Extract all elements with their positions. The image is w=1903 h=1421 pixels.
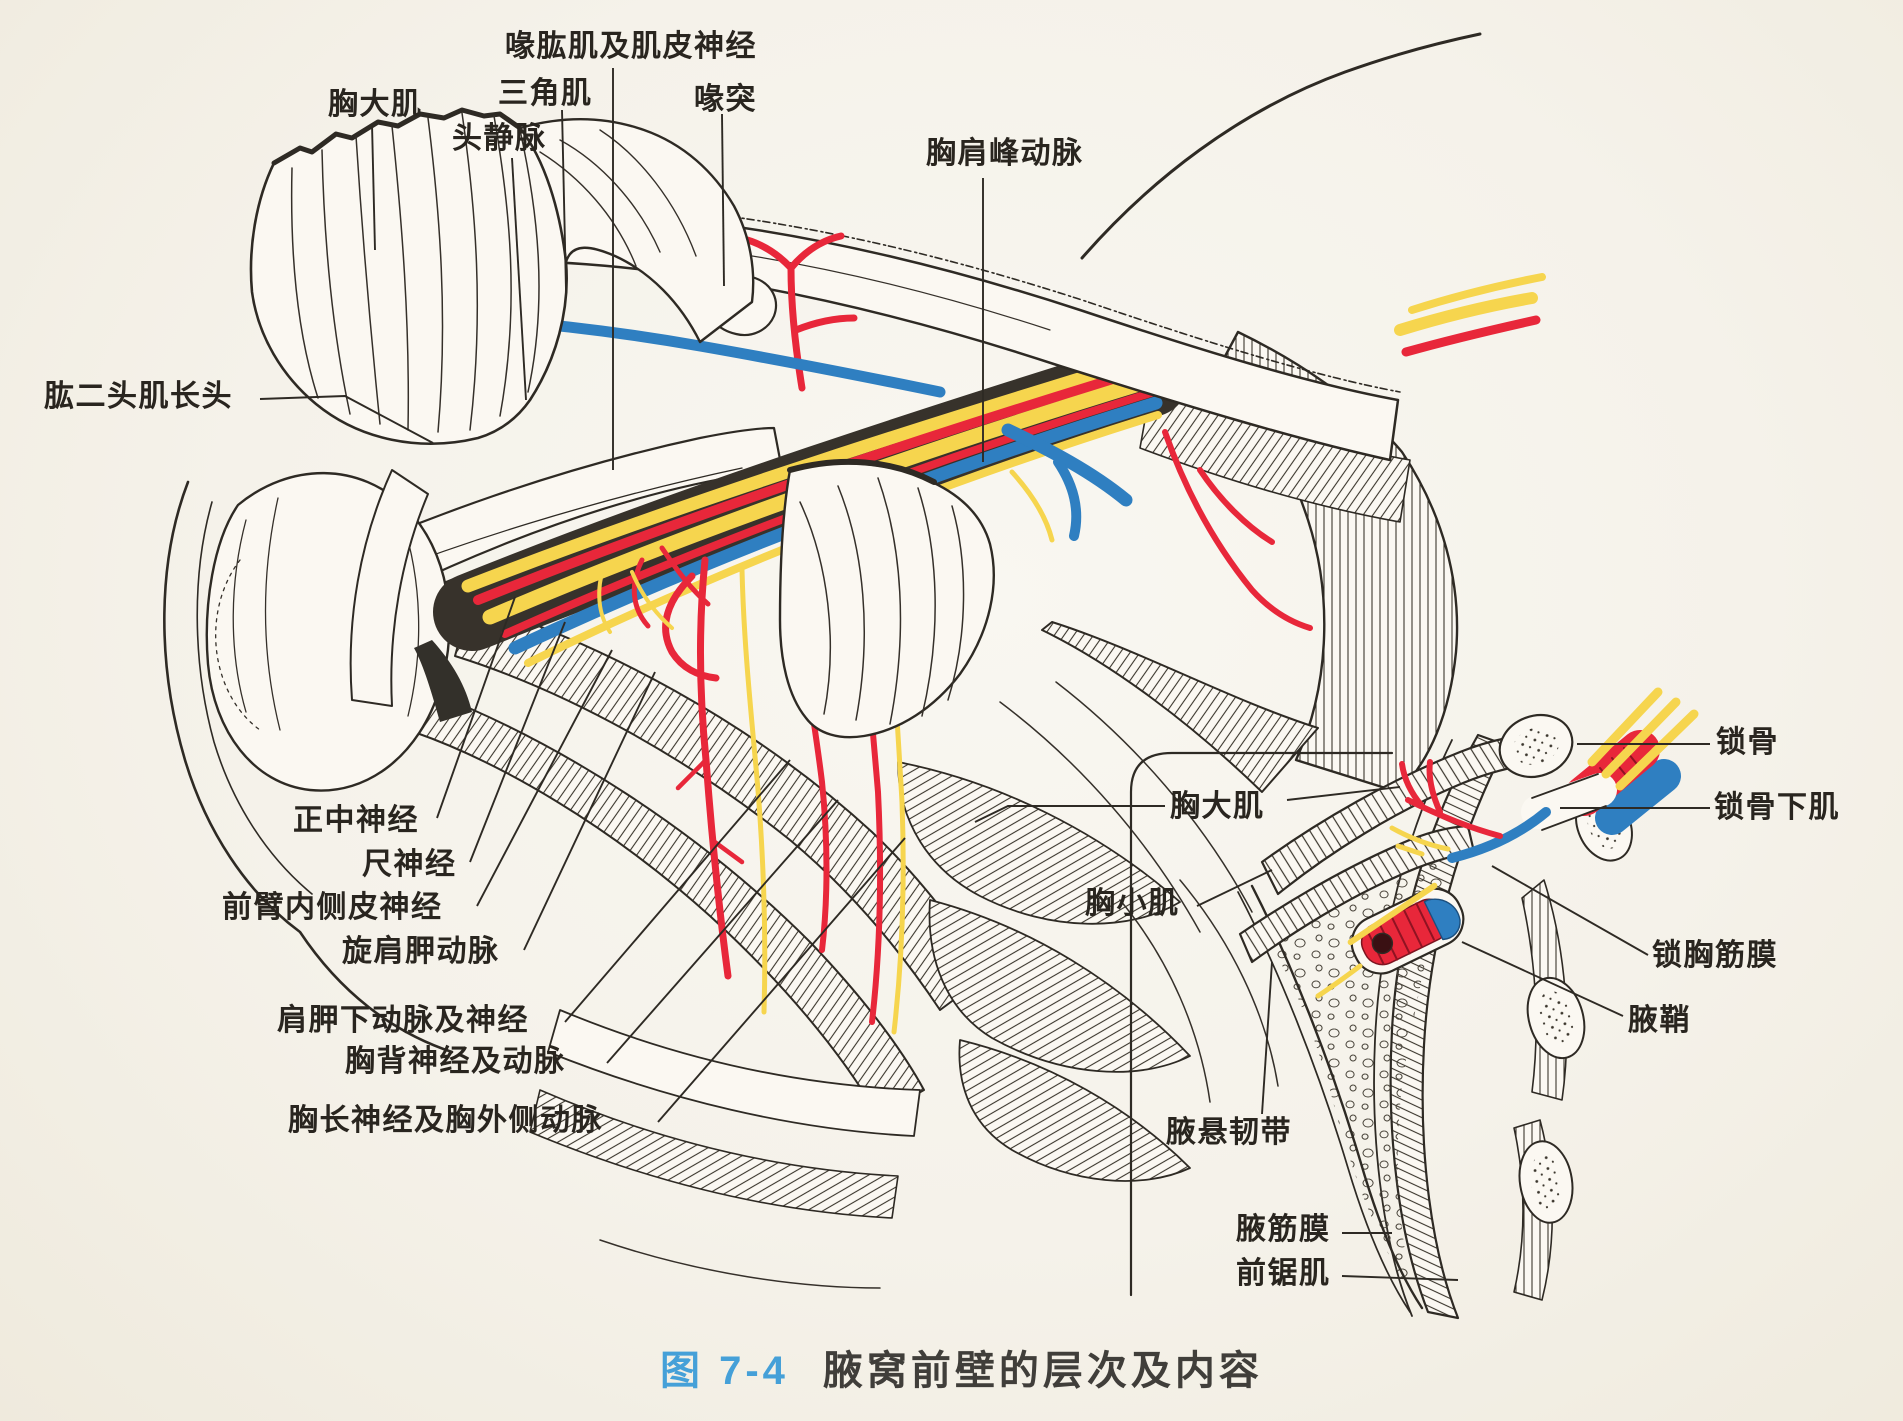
long-thoracic-nerve	[739, 567, 768, 1015]
inset-plexus-cords	[1587, 687, 1699, 791]
leader-cephalic-vein	[511, 157, 527, 401]
leader-deltoid	[561, 109, 567, 291]
label-circumflex-scapular-artery: 旋肩胛动脉	[342, 935, 500, 968]
rib-band-1	[547, 1009, 921, 1137]
figure-caption: 图 7-4 腋窝前壁的层次及内容	[660, 1338, 1263, 1396]
nerve-near-vein	[1009, 469, 1055, 543]
plexus-roots	[1394, 273, 1546, 357]
leader-lines	[259, 68, 1710, 1281]
biceps-tendon	[349, 469, 429, 707]
label-coracobrachialis-musculocutaneous: 喙肱肌及肌皮神经	[505, 30, 757, 63]
rib-band-2	[529, 1089, 899, 1219]
inset-illustration	[1129, 687, 1699, 1320]
label-pectoralis-minor: 胸小肌	[1085, 887, 1180, 920]
reflected-pec-striations	[799, 477, 965, 725]
inset-axillary-sheath-bundle	[1347, 882, 1465, 975]
subscapularis-band	[454, 601, 987, 1011]
arm-contour-inner	[196, 501, 313, 895]
leader-long-thoracic	[657, 837, 906, 1123]
figure-title: 腋窝前壁的层次及内容	[822, 1349, 1263, 1393]
artery-twig-3	[675, 757, 709, 791]
inset-frame	[1129, 751, 1394, 1297]
label-coracoid-process: 喙突	[694, 83, 757, 116]
leader-clavipectoral-fascia	[1491, 865, 1649, 956]
teres-major-muscle	[1041, 621, 1319, 793]
leader-circumflex-scapular	[523, 671, 656, 951]
nerve-twig-2	[597, 564, 612, 634]
inset-clavicle-marrow	[1512, 727, 1560, 765]
serratus-slip-3	[958, 1039, 1191, 1182]
inset-thoracoacromial	[1399, 759, 1503, 839]
label-median-nerve: 正中神经	[293, 804, 419, 837]
label-subscapular-artery-nerve: 肩胛下动脉及神经	[277, 1004, 529, 1037]
label-suspensory-ligament: 腋悬韧带	[1166, 1116, 1292, 1149]
label-serratus-anterior: 前锯肌	[1236, 1257, 1331, 1290]
vein-branch-1	[1001, 423, 1133, 507]
leader-pec-major-top	[371, 123, 376, 251]
inset-axillary-vein-top	[1595, 759, 1681, 835]
suspensory-ligament-curve	[1250, 884, 1424, 1310]
rib-sections	[1518, 790, 1633, 1224]
artery-twig-2	[659, 545, 711, 607]
pectoralis-major-striations	[290, 112, 540, 433]
label-biceps-long-head: 肱二头肌长头	[44, 380, 233, 413]
circumflex-scapular-artery-loop	[662, 572, 720, 682]
label-subclavius: 锁骨下肌	[1714, 791, 1840, 824]
leader-biceps-long-head	[259, 395, 434, 444]
nerve-twig-1	[630, 570, 674, 630]
label-pectoralis-major-inset: 胸大肌	[1170, 790, 1265, 823]
label-thoracodorsal-nerve-artery: 胸背神经及动脉	[345, 1045, 566, 1078]
inset-nerve-twigs	[1389, 825, 1451, 857]
leader-thoracodorsal	[606, 799, 839, 1064]
leader-pec-minor	[1196, 869, 1273, 907]
label-pectoralis-major: 胸大肌	[328, 88, 423, 121]
leader-suspensory-ligament	[1261, 961, 1273, 1115]
label-deltoid: 三角肌	[498, 77, 593, 110]
label-ulnar-nerve: 尺神经	[362, 848, 457, 881]
label-axillary-sheath: 腋鞘	[1628, 1004, 1691, 1037]
leader-serratus-anterior	[1341, 1275, 1459, 1281]
vein-branch-2	[1053, 457, 1082, 541]
label-clavicle: 锁骨	[1716, 726, 1779, 759]
leader-pec-major-right-a	[974, 805, 1165, 823]
posterior-circumflex-artery	[1162, 429, 1313, 631]
leader-coracoid	[721, 113, 725, 287]
axillary-vein-branches	[1001, 423, 1133, 541]
axilla-shadow	[414, 640, 472, 722]
neck-outline	[1080, 32, 1482, 260]
arm-contour	[163, 480, 454, 1054]
pectoralis-major-fan	[249, 108, 568, 445]
leader-antebrachial-nerve	[476, 649, 613, 907]
serratus-slip-1	[897, 761, 1181, 925]
figure-number: 图 7-4	[660, 1349, 789, 1393]
inset-sheath-nerve-tail	[1315, 963, 1363, 999]
thoracoacromial-artery-path	[736, 232, 858, 392]
leader-subscapular	[564, 759, 791, 1023]
main-illustration	[163, 32, 1546, 1289]
axillary-fascia-curve	[1237, 891, 1411, 1313]
label-clavipectoral-fascia: 锁胸筋膜	[1652, 939, 1778, 972]
leader-median-nerve	[436, 596, 516, 819]
label-antebrachial-cutaneous-nerve: 前臂内侧皮神经	[222, 891, 443, 924]
reflected-pec-cut-edge	[787, 458, 937, 485]
label-axillary-fascia: 腋筋膜	[1236, 1213, 1331, 1246]
label-cephalic-vein: 头静脉	[452, 122, 547, 155]
inset-sheath-edges	[1531, 773, 1607, 831]
artery-twig-1	[631, 557, 651, 629]
leader-ulnar-nerve	[469, 621, 566, 863]
label-long-thoracic-lateral-thoracic: 胸长神经及胸外侧动脉	[288, 1104, 603, 1137]
leader-pec-major-right-b	[1286, 786, 1401, 801]
pectoralis-major-cut-edge	[271, 107, 523, 166]
inset-cephalic-arc	[1447, 807, 1551, 863]
label-thoracoacromial-artery: 胸肩峰动脉	[926, 137, 1084, 170]
leader-axillary-sheath	[1461, 941, 1624, 1017]
